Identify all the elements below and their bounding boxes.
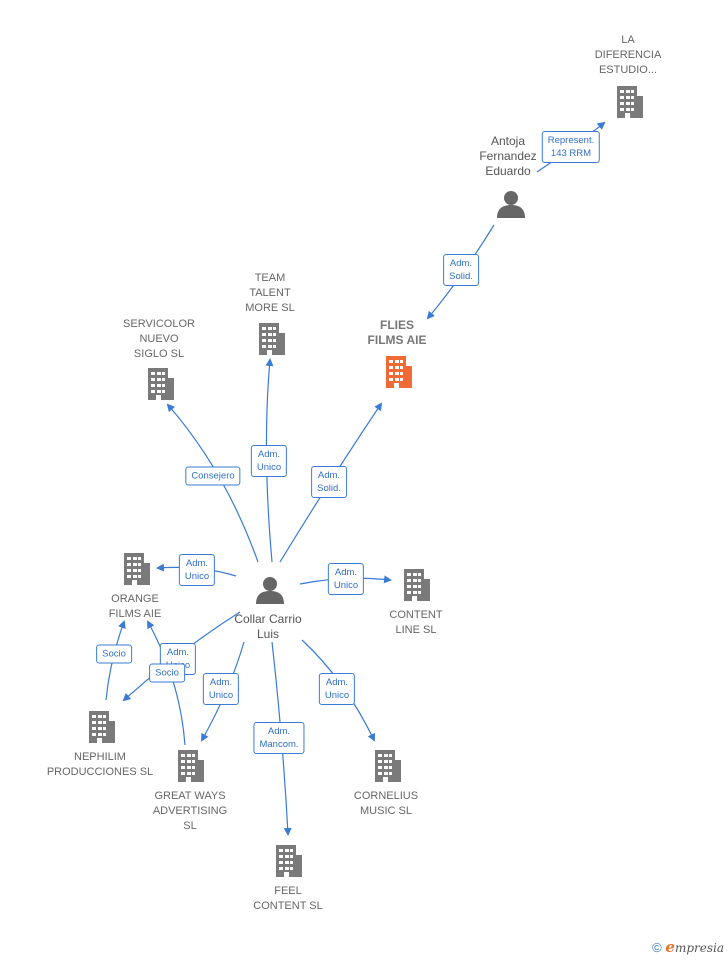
edge-label-adm-unico-content[interactable]: Adm. Unico — [327, 563, 365, 595]
edge-label-adm-unico-team[interactable]: Adm. Unico — [250, 445, 288, 477]
edge-label-socio-2[interactable]: Socio — [149, 663, 185, 683]
edge-label-adm-unico-orange[interactable]: Adm. Unico — [178, 554, 216, 586]
copyright-icon: © — [652, 940, 662, 955]
feel-content-label[interactable]: FEEL CONTENT SL — [253, 885, 323, 912]
edge-label-socio-1[interactable]: Socio — [96, 644, 132, 664]
footer-brand[interactable]: © empresia — [652, 938, 724, 956]
team-talent-label[interactable]: TEAM TALENT MORE SL — [245, 272, 295, 314]
nephilim-building-icon[interactable] — [89, 711, 115, 743]
edge-label-adm-solid-1[interactable]: Adm. Solid. — [443, 254, 479, 286]
great-ways-building-icon[interactable] — [178, 750, 204, 782]
flies-films-label[interactable]: FLIES FILMS AIE — [367, 318, 427, 347]
orange-films-building-icon[interactable] — [124, 553, 150, 585]
flies-films-building-icon[interactable] — [386, 356, 412, 388]
servicolor-label[interactable]: SERVICOLOR NUEVO SIGLO SL — [123, 318, 195, 360]
great-ways-label[interactable]: GREAT WAYS ADVERTISING SL — [152, 790, 228, 832]
servicolor-building-icon[interactable] — [148, 368, 174, 400]
edge-label-consejero[interactable]: Consejero — [185, 466, 241, 486]
cornelius-label[interactable]: CORNELIUS MUSIC SL — [353, 790, 419, 817]
feel-content-building-icon[interactable] — [276, 845, 302, 877]
content-line-building-icon[interactable] — [404, 569, 430, 601]
content-line-label[interactable]: CONTENT LINE SL — [389, 609, 443, 636]
edge-label-adm-unico-great[interactable]: Adm. Unico — [202, 673, 240, 705]
cornelius-building-icon[interactable] — [375, 750, 401, 782]
la-diferencia-label[interactable]: LA DIFERENCIA ESTUDIO... — [594, 34, 662, 76]
edge-label-represent[interactable]: Represent. 143 RRM — [541, 131, 601, 163]
antoja-label[interactable]: Antoja Fernandez Eduardo — [479, 134, 537, 178]
edge-label-adm-solid-2[interactable]: Adm. Solid. — [311, 466, 347, 498]
brand-initial: e — [665, 938, 675, 956]
brand-name: mpresia — [674, 941, 724, 955]
collar-carrio-label[interactable]: Collar Carrio Luis — [234, 612, 302, 641]
edge-label-adm-mancom[interactable]: Adm. Mancom. — [253, 722, 305, 754]
la-diferencia-building-icon[interactable] — [617, 86, 643, 118]
team-talent-building-icon[interactable] — [259, 323, 285, 355]
collar-carrio-person-icon[interactable] — [256, 577, 284, 604]
edge-socio-2 — [147, 620, 186, 746]
orange-films-label[interactable]: ORANGE FILMS AIE — [108, 593, 162, 620]
nephilim-label[interactable]: NEPHILIM PRODUCCIONES SL — [46, 751, 154, 778]
antoja-person-icon[interactable] — [497, 191, 525, 218]
edge-label-adm-unico-cornelius[interactable]: Adm. Unico — [318, 673, 356, 705]
